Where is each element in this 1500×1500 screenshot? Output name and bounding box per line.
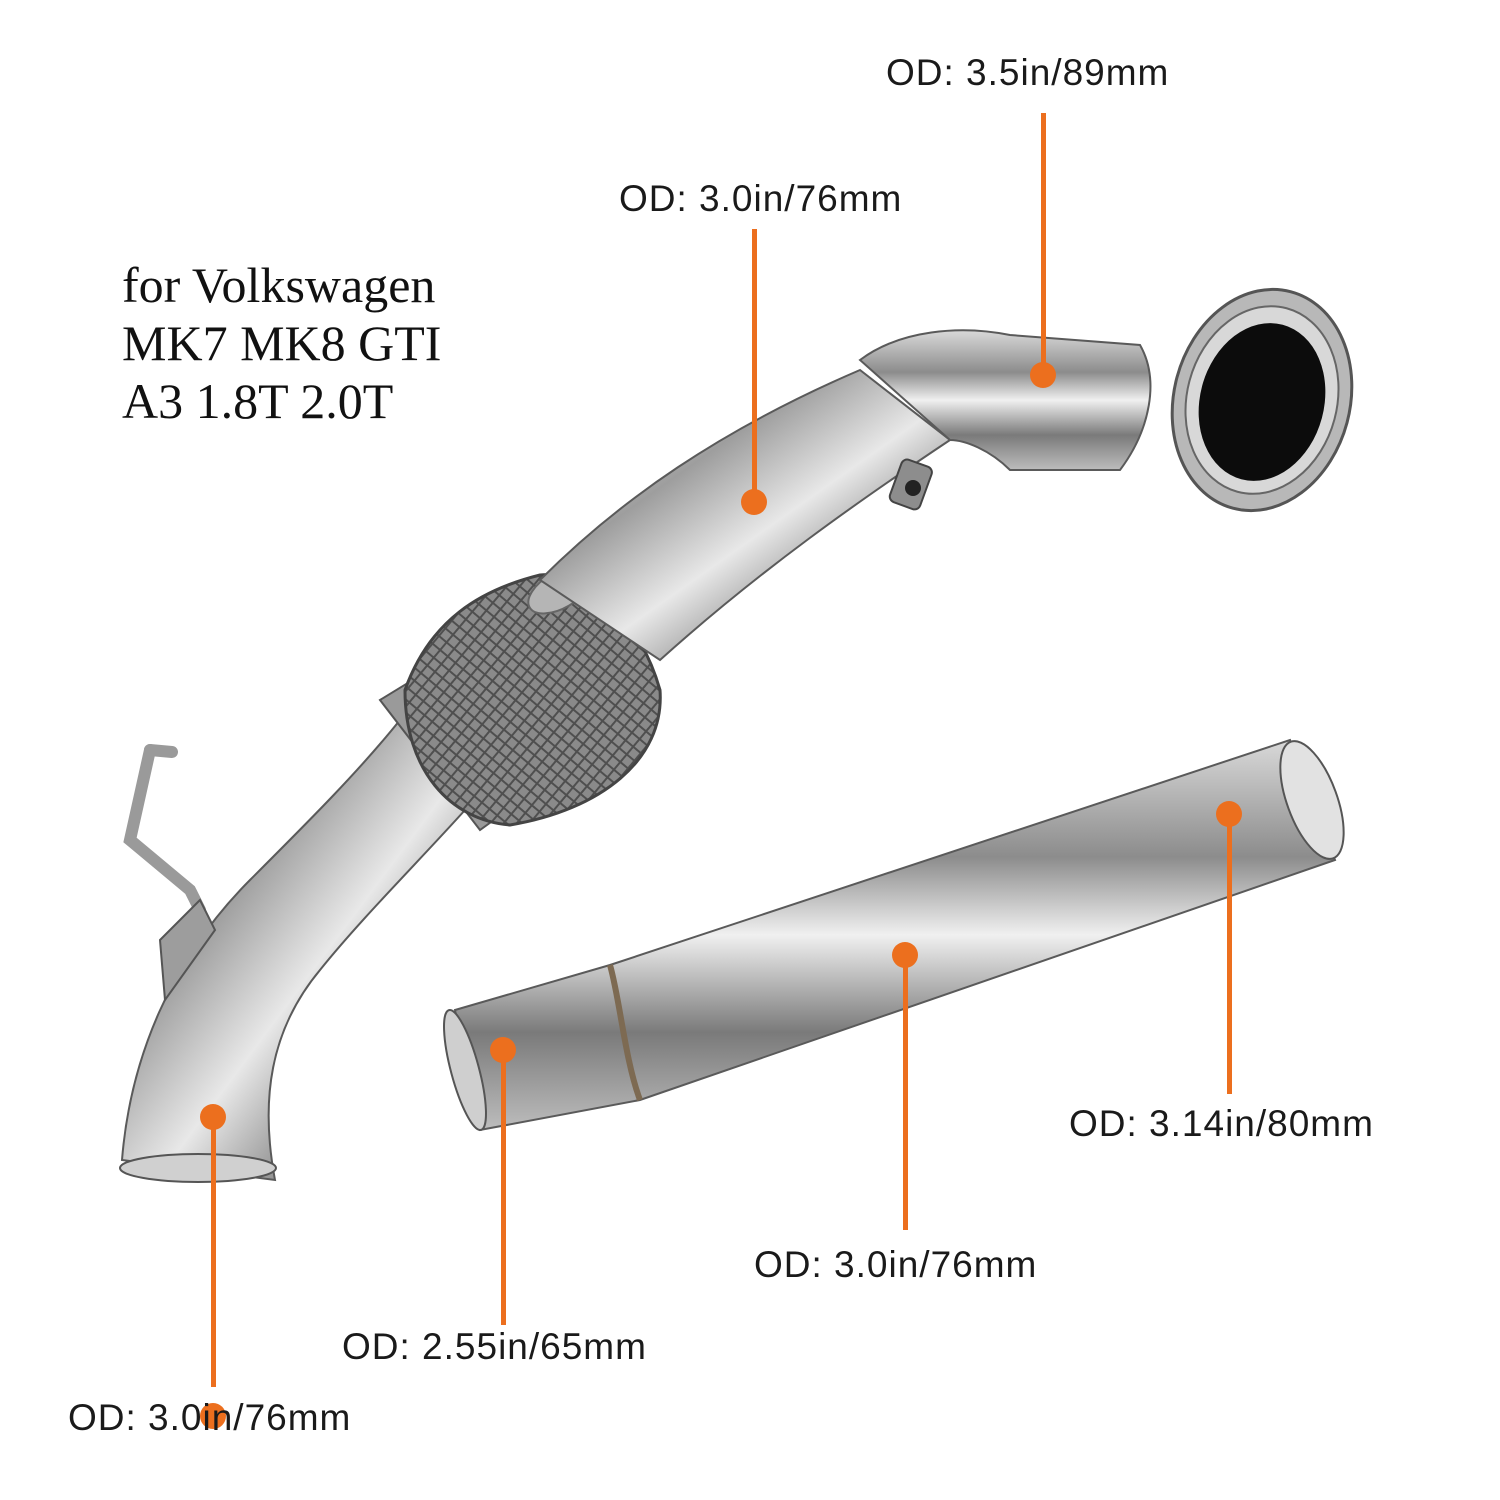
downpipe	[119, 287, 1354, 1183]
callout-leader	[752, 229, 757, 501]
callout-leader	[501, 1050, 506, 1325]
callout-label-test-pipe-body: OD: 3.0in/76mm	[754, 1244, 1038, 1285]
test-pipe	[443, 717, 1345, 1132]
callout-leader	[1041, 113, 1046, 375]
callout-label-outlet-flange: OD: 3.5in/89mm	[886, 52, 1170, 93]
callout-marker	[1030, 362, 1056, 388]
fitment-line: for Volkswagen	[122, 257, 436, 313]
fitment-text: for Volkswagen MK7 MK8 GTI A3 1.8T 2.0T	[122, 256, 441, 430]
callout-marker	[200, 1403, 226, 1429]
fitment-line: A3 1.8T 2.0T	[122, 373, 394, 429]
callout-leader	[211, 1117, 216, 1387]
callout-label-downpipe-outlet: OD: 3.0in/76mm	[68, 1397, 352, 1438]
v-band-flange	[1170, 287, 1354, 513]
callout-leader	[1227, 814, 1232, 1094]
callout-marker	[741, 489, 767, 515]
callout-label-test-pipe-small-end: OD: 2.55in/65mm	[342, 1326, 647, 1367]
callout-label-upper-pipe: OD: 3.0in/76mm	[619, 178, 903, 219]
fitment-line: MK7 MK8 GTI	[122, 315, 442, 371]
callout-leader	[903, 955, 908, 1230]
callout-label-test-pipe-large-end: OD: 3.14in/80mm	[1069, 1103, 1374, 1144]
